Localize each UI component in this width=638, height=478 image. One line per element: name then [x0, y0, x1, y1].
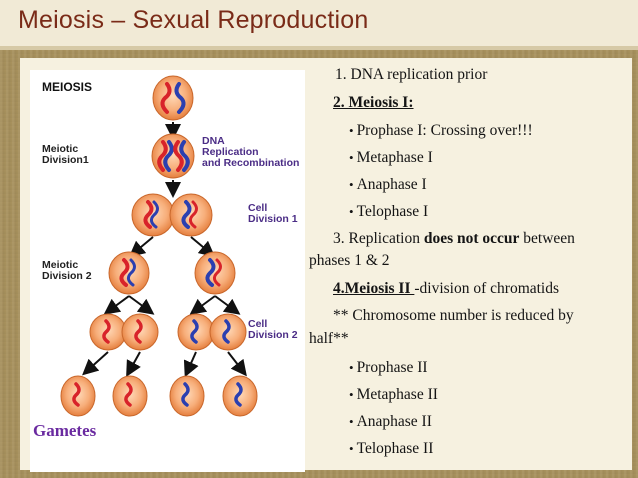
- arrow-5b: [126, 351, 141, 377]
- item-replication-note: 3. Replication does not occur between: [333, 230, 575, 247]
- label-dna-replication: DNA Replication and Recombination: [202, 135, 300, 169]
- phase-telophase-2: •Telophase II: [349, 440, 434, 457]
- label-meiotic-division-2: Meiotic Division 2: [42, 259, 92, 282]
- arrow-3b: [190, 236, 216, 258]
- diagram-heading: MEIOSIS: [42, 80, 93, 94]
- title-bar: Meiosis – Sexual Reproduction: [0, 0, 638, 50]
- meiosis-diagram: MEIOSIS Meiotic Division1 DNA Replicatio…: [30, 70, 305, 472]
- arrow-4b: [128, 295, 155, 315]
- replicated-cell: [151, 133, 195, 179]
- meiosis2-cells: [108, 251, 236, 295]
- arrow-5a: [82, 351, 109, 376]
- phase-prophase-1: •Prophase I: Crossing over!!!: [349, 122, 533, 139]
- item-meiosis-1: 2. Meiosis I:: [333, 94, 414, 111]
- label-cell-division-2: Cell Division 2: [248, 318, 298, 341]
- item-dna-replication: 1. DNA replication prior: [335, 66, 488, 83]
- label-cell-division-1: Cell Division 1: [248, 202, 298, 225]
- gametes-label: Gametes: [33, 421, 97, 440]
- item-replication-note-cont: phases 1 & 2: [309, 252, 390, 269]
- diagram-drawing: [60, 75, 258, 417]
- item-chromosome-note-cont: half**: [309, 330, 349, 347]
- gamete-cells: [60, 375, 258, 417]
- division2-cells: [89, 313, 247, 351]
- arrow-3a: [128, 236, 154, 258]
- phase-anaphase-1: •Anaphase I: [349, 176, 427, 193]
- arrow-4a: [103, 295, 130, 315]
- phase-prophase-2: •Prophase II: [349, 359, 428, 376]
- arrow-4d: [214, 295, 241, 315]
- arrow-5d: [227, 351, 247, 377]
- item-chromosome-note: ** Chromosome number is reduced by: [333, 307, 574, 324]
- item-meiosis-2: 4.Meiosis II -division of chromatids: [333, 280, 560, 297]
- phase-metaphase-2: •Metaphase II: [349, 386, 438, 403]
- parent-cell: [152, 75, 194, 121]
- label-meiotic-division-1: Meiotic Division1: [42, 143, 89, 166]
- phase-anaphase-2: •Anaphase II: [349, 413, 432, 430]
- phase-telophase-1: •Telophase I: [349, 203, 429, 220]
- phase-metaphase-1: •Metaphase I: [349, 149, 433, 166]
- arrow-4c: [189, 295, 216, 315]
- arrow-5c: [183, 351, 199, 378]
- slide-title: Meiosis – Sexual Reproduction: [18, 6, 369, 34]
- division1-cells: [131, 193, 213, 237]
